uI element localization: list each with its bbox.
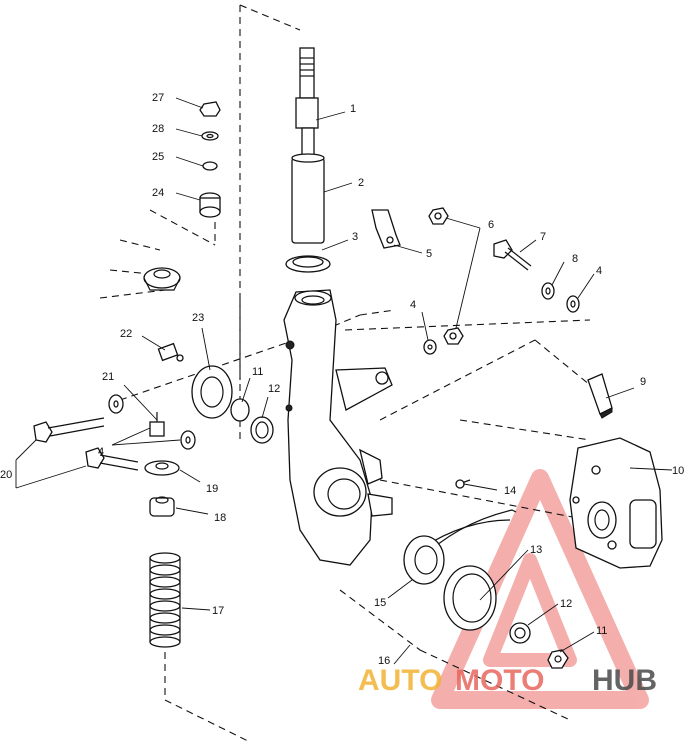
label-7: 7: [540, 231, 546, 243]
watermark-logo-text: AUTO MOTO HUB: [358, 664, 657, 697]
washer-part: [423, 282, 580, 355]
label-4-mid: 4: [410, 299, 416, 311]
label-24: 24: [152, 187, 164, 199]
leader-lines: [15, 97, 673, 665]
brake-caliper-part: [569, 437, 663, 569]
bearing-part: [509, 622, 569, 669]
label-5: 5: [426, 248, 432, 260]
wedge-block-part: [587, 373, 613, 419]
steering-knuckle-part: [283, 289, 393, 566]
grease-fitting-part: [149, 342, 184, 437]
label-2: 2: [358, 177, 364, 189]
label-25: 25: [152, 151, 164, 163]
watermark-auto: AUTO: [358, 664, 442, 697]
label-21: 21: [102, 371, 114, 383]
label-4-left: 4: [98, 446, 104, 458]
label-14: 14: [504, 485, 516, 497]
seal-ring-part: [285, 255, 331, 273]
label-11-left: 11: [252, 366, 263, 378]
coil-spring-part: [149, 552, 181, 648]
label-3: 3: [352, 231, 358, 243]
strut-shaft-part: [295, 47, 319, 159]
strut-body-part: [291, 153, 325, 244]
label-12-right: 12: [560, 598, 572, 610]
label-12-left: 12: [268, 383, 280, 395]
label-11-right: 11: [596, 625, 607, 637]
inner-bearing-part: [230, 398, 274, 444]
label-28: 28: [152, 123, 164, 135]
watermark-hub: HUB: [592, 664, 657, 697]
label-23: 23: [192, 312, 204, 324]
mount-bushing-part: [143, 267, 181, 291]
bracket-part: [371, 209, 401, 249]
label-1: 1: [350, 103, 356, 115]
label-20: 20: [0, 469, 12, 481]
label-16: 16: [378, 655, 390, 667]
brake-rotor-part: [443, 565, 497, 631]
label-18: 18: [214, 512, 226, 524]
dust-shield-part: [403, 535, 445, 585]
label-9: 9: [640, 376, 646, 388]
bleeder-screw-part: [455, 479, 471, 489]
spring-seat-part: [144, 460, 180, 517]
part-number-labels: 27 28 25 24 1 2 3 5 6 7 8 4 4 23 22 21 1…: [0, 92, 684, 667]
long-bolt-part: [33, 417, 139, 471]
label-17: 17: [212, 605, 224, 617]
top-mount-stack-part: [199, 101, 221, 218]
watermark-moto: MOTO: [455, 664, 544, 697]
label-8: 8: [572, 253, 578, 265]
washer-left-part: [108, 394, 196, 450]
bolt-part: [493, 239, 532, 271]
label-19: 19: [206, 483, 218, 495]
label-6: 6: [488, 219, 494, 231]
label-27: 27: [152, 92, 164, 104]
label-4-right: 4: [596, 265, 602, 277]
nut-part: [428, 207, 464, 345]
label-15: 15: [374, 597, 386, 609]
hub-seal-part: [191, 365, 233, 419]
label-13: 13: [530, 544, 542, 556]
label-10: 10: [672, 465, 684, 477]
label-22: 22: [120, 328, 132, 340]
